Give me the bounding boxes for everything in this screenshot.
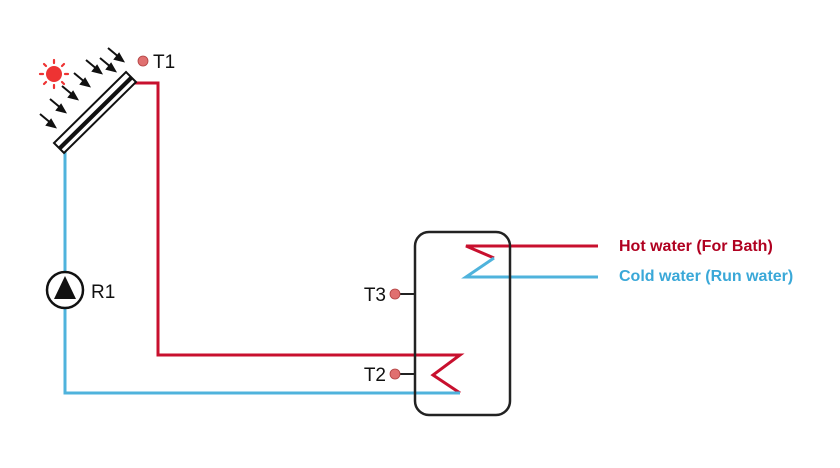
- cold-return-pipe: [63, 150, 460, 395]
- label-cold-water: Cold water (Run water): [619, 268, 793, 285]
- hot-water-outlet-pipe: [465, 244, 598, 260]
- sunlight-arrows-icon: [39, 47, 126, 129]
- sensor-t3-icon: [389, 288, 401, 300]
- label-hot-water: Hot water (For Bath): [619, 238, 773, 255]
- sun-icon: [38, 58, 70, 90]
- storage-tank-icon: [413, 230, 512, 417]
- label-t1: T1: [153, 52, 175, 73]
- label-t3: T3: [364, 285, 386, 306]
- label-r1: R1: [91, 282, 115, 303]
- solar-collector-icon: [52, 70, 138, 155]
- pump-icon: [45, 270, 85, 310]
- cold-water-inlet-pipe: [461, 256, 598, 279]
- sensor-t1-icon: [137, 55, 149, 67]
- sensor-t2-icon: [389, 368, 401, 380]
- hot-flow-pipe: [130, 81, 465, 395]
- label-t2: T2: [364, 365, 386, 386]
